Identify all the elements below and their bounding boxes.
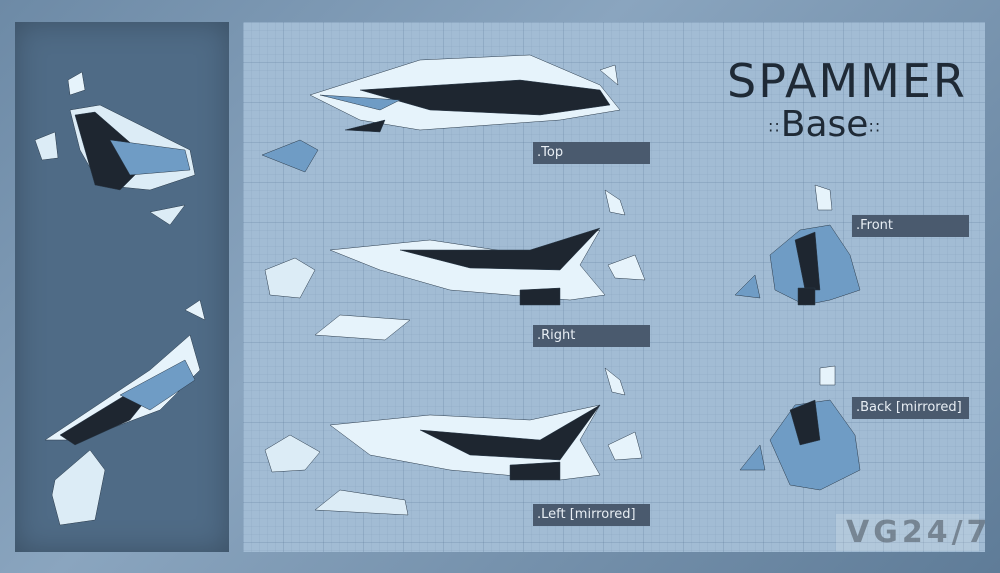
label-left-view: .Left [mirrored] bbox=[533, 504, 650, 526]
subtitle-text: Base bbox=[780, 104, 869, 145]
page-title: SPAMMER bbox=[727, 54, 967, 108]
perspective-ship-top bbox=[34, 71, 196, 226]
perspective-panel bbox=[15, 22, 229, 552]
perspective-ship-bottom bbox=[44, 299, 206, 526]
front-view-ship bbox=[734, 184, 861, 306]
right-view-ship bbox=[264, 189, 646, 341]
watermark: VG24/7 bbox=[836, 514, 987, 551]
left-view-ship bbox=[264, 367, 643, 516]
label-back-view: .Back [mirrored] bbox=[852, 397, 969, 419]
page-subtitle: ::Base:: bbox=[768, 104, 881, 145]
label-right-view: .Right bbox=[533, 325, 650, 347]
back-view-ship bbox=[739, 365, 861, 491]
top-view-ship bbox=[261, 54, 621, 173]
label-front-view: .Front bbox=[852, 215, 969, 237]
subtitle-deco-left: :: bbox=[768, 116, 781, 136]
subtitle-deco-right: :: bbox=[868, 116, 882, 136]
label-top-view: .Top bbox=[533, 142, 650, 164]
